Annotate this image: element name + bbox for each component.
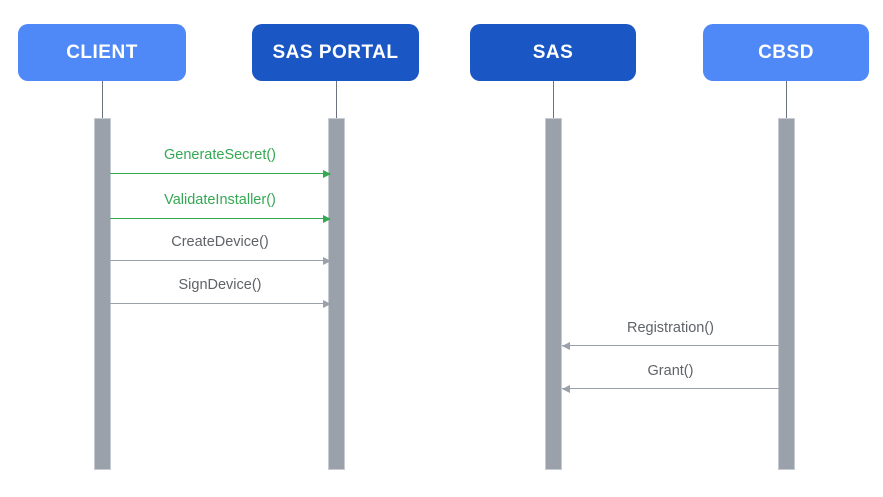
- message-arrowhead-generate-secret: [323, 169, 331, 178]
- actor-box-sas[interactable]: SAS: [470, 24, 636, 81]
- message-line-create-device: [110, 260, 330, 261]
- actor-label-cbsd: CBSD: [758, 41, 814, 63]
- message-label-sign-device: SignDevice(): [178, 277, 262, 293]
- message-arrowhead-create-device: [323, 256, 331, 265]
- actor-box-sas-portal[interactable]: SAS PORTAL: [252, 24, 419, 81]
- activation-bar-sas: [545, 118, 562, 470]
- actor-label-client: CLIENT: [66, 41, 138, 63]
- message-arrowhead-sign-device: [323, 299, 331, 308]
- message-line-sign-device: [110, 303, 330, 304]
- lifeline-sas: [553, 81, 554, 118]
- message-line-validate-installer: [110, 218, 330, 219]
- message-line-grant: [562, 388, 779, 389]
- activation-bar-sas-portal: [328, 118, 345, 470]
- message-arrowhead-registration: [562, 341, 570, 350]
- message-label-create-device: CreateDevice(): [171, 234, 269, 250]
- message-label-grant: Grant(): [647, 363, 694, 379]
- message-label-validate-installer: ValidateInstaller(): [164, 192, 276, 208]
- actor-box-cbsd[interactable]: CBSD: [703, 24, 869, 81]
- message-label-registration: Registration(): [626, 320, 715, 336]
- lifeline-cbsd: [786, 81, 787, 118]
- activation-bar-cbsd: [778, 118, 795, 470]
- lifeline-sas-portal: [336, 81, 337, 118]
- message-line-registration: [562, 345, 779, 346]
- message-arrowhead-grant: [562, 384, 570, 393]
- activation-bar-client: [94, 118, 111, 470]
- message-label-generate-secret: GenerateSecret(): [163, 147, 277, 163]
- lifeline-client: [102, 81, 103, 118]
- actor-label-sas: SAS: [532, 41, 574, 63]
- message-line-generate-secret: [110, 173, 330, 174]
- actor-box-client[interactable]: CLIENT: [18, 24, 186, 81]
- actor-label-sas-portal: SAS PORTAL: [272, 41, 399, 63]
- message-arrowhead-validate-installer: [323, 214, 331, 223]
